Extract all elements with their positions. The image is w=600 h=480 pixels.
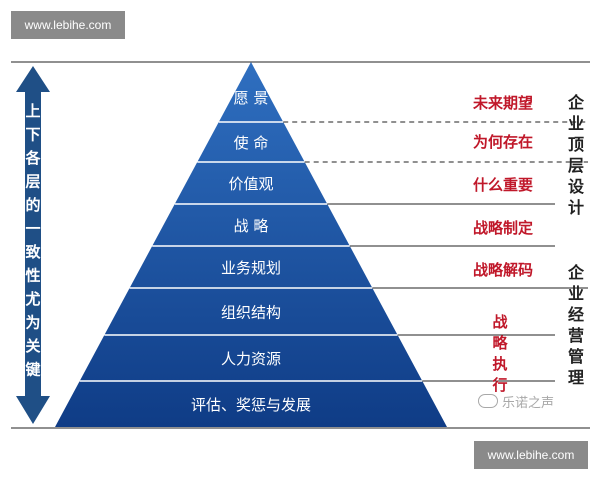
brand-mark: 乐诺之声 [478, 390, 588, 412]
pyramid-level-label: 战 略 [234, 217, 269, 235]
brand-text: 乐诺之声 [502, 395, 555, 411]
pyramid-level-label: 评估、奖惩与发展 [191, 396, 311, 414]
right-red-label: 为何存在 [473, 133, 533, 151]
double-arrow-icon [16, 66, 50, 424]
pyramid-level-label: 愿 景 [234, 89, 269, 107]
wechat-icon [478, 394, 498, 408]
pyramid-level-label: 组织结构 [221, 304, 281, 322]
pyramid-level-label: 业务规划 [221, 259, 281, 277]
right-red-label: 战略制定 [473, 219, 533, 237]
vertical-title: 上下各层的一致性尤为关键 [24, 102, 41, 379]
pyramid-level-label: 人力资源 [221, 350, 281, 368]
right-red-label: 什么重要 [473, 176, 533, 194]
pyramid-shape [55, 62, 447, 427]
group-vertical-label: 企业经营管理 [567, 263, 585, 387]
watermark-bottom: www.lebihe.com [474, 441, 588, 469]
watermark-top: www.lebihe.com [11, 11, 125, 39]
group-vertical-label: 企业顶层设计 [567, 93, 585, 217]
pyramid-level-label: 价值观 [228, 175, 273, 193]
right-red-label: 战略执行 [491, 313, 508, 394]
right-red-label: 未来期望 [472, 94, 533, 112]
pyramid-level-label: 使 命 [234, 134, 269, 152]
right-red-label: 战略解码 [473, 261, 533, 279]
